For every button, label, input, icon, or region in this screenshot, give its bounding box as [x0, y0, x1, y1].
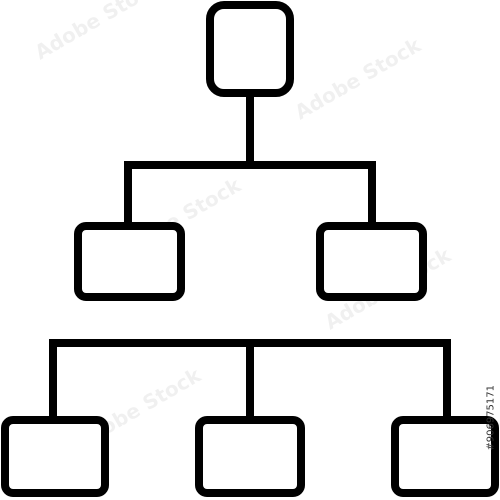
level3-right-node: [391, 416, 499, 497]
level2-right-node: [316, 222, 427, 301]
stock-id-label: #906975171: [486, 385, 497, 451]
watermark-text: Adobe Stock: [291, 33, 426, 125]
level2-left-node: [74, 222, 185, 301]
level3-left-node: [1, 416, 109, 497]
root-node: [206, 1, 294, 97]
level3-center-node: [195, 416, 305, 497]
connector-group: [49, 89, 451, 424]
watermark-text: Adobe Stock: [31, 0, 166, 64]
